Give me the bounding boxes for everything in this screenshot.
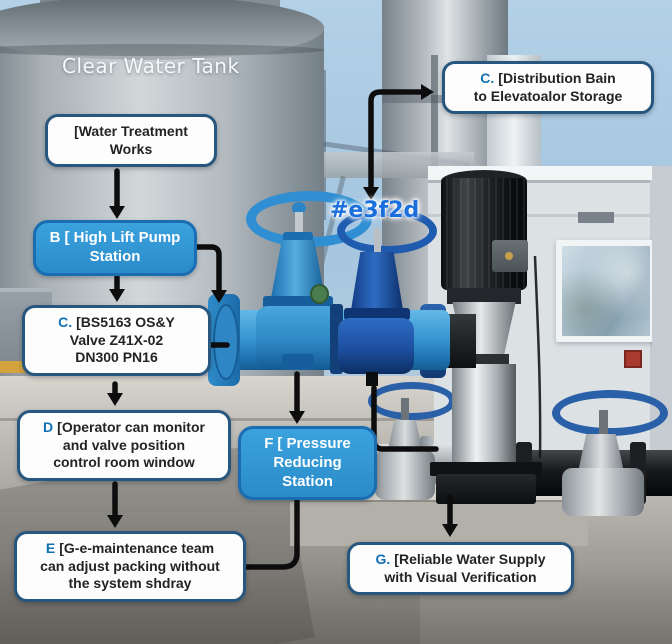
callout-valve-spec: C.[BS5163 OS&Y Valve Z41X-02 DN300 PN16	[22, 305, 211, 376]
arrowhead	[289, 411, 305, 424]
wall-vent	[578, 212, 614, 223]
arrowhead	[442, 524, 458, 537]
callout-text: [ High Lift Pump	[64, 229, 181, 246]
callout-prefix: G.	[375, 551, 391, 567]
callout-text: to Elevatoalor Storage	[473, 87, 623, 104]
dark-valve-drain	[366, 372, 378, 386]
arrowhead	[109, 206, 125, 219]
callout-operator: D[Operator can monitor and valve positio…	[17, 410, 231, 481]
dark-valve-body	[338, 318, 414, 374]
dark-valve-stem	[374, 228, 381, 256]
light-valve-hub	[292, 202, 306, 214]
line-darkvalve-down	[371, 385, 439, 452]
junction-box-dot	[505, 252, 513, 260]
callout-text: [BS5163 OS&Y	[76, 314, 175, 330]
callout-text: can adjust packing without	[40, 557, 220, 574]
tank-rim-shadow	[0, 44, 324, 56]
callout-text: [Operator can monitor	[57, 419, 205, 435]
arrowhead	[421, 84, 434, 100]
silver-valve-left-stem	[401, 398, 409, 424]
callout-text: Station	[89, 247, 141, 265]
blue-pipe-end-disc	[213, 304, 239, 380]
arrowhead	[363, 187, 379, 200]
callout-text: with Visual Verification	[384, 568, 537, 585]
callout-text: control room window	[53, 454, 195, 470]
arrow-line-b-to-valve	[171, 244, 222, 295]
callout-prefix: C.	[480, 70, 495, 86]
callout-supply: G.[Reliable Water Supply with Visual Ver…	[347, 542, 574, 595]
callout-text: [Water Treatment	[74, 123, 188, 139]
callout-text: Station	[282, 472, 333, 490]
callout-maintenance: E[G-e-maintenance team can adjust packin…	[14, 531, 246, 602]
wall-seam-horizontal	[428, 214, 672, 217]
callout-text: [Reliable Water Supply	[394, 551, 546, 567]
tank-label: Clear Water Tank	[62, 54, 240, 78]
light-valve-drain-flange	[282, 354, 314, 370]
arrowhead	[109, 289, 125, 302]
callout-text: and valve position	[62, 436, 186, 453]
arrow-line-valve-to-distribution	[368, 89, 426, 192]
arrowhead	[107, 515, 123, 528]
pump-adapter	[447, 288, 521, 304]
scaffold-post	[322, 70, 326, 220]
pump-base-plate	[430, 462, 542, 476]
callout-pressure-reducing: F[ Pressure Reducing Station	[238, 426, 377, 501]
callout-text: Reducing	[273, 453, 342, 471]
window-glass	[562, 246, 650, 336]
callout-text: Works	[109, 140, 153, 157]
callout-prefix: D	[43, 419, 54, 435]
silver-valve-right-stem	[599, 410, 608, 438]
callout-text: [ Pressure	[277, 435, 351, 452]
dark-valve-bonnet	[351, 252, 403, 310]
callout-distribution: C.[Distribution Bain to Elevatoalor Stor…	[442, 61, 654, 114]
callout-prefix: B	[49, 229, 61, 246]
callout-prefix: F	[264, 435, 274, 452]
light-valve-stem	[295, 212, 303, 246]
callout-text: [Distribution Bain	[498, 70, 616, 86]
building-window	[556, 240, 656, 342]
pump-plinth-front	[290, 500, 588, 546]
silver-valve-left-body	[375, 450, 435, 500]
hashtag-label: #e3f2d	[330, 198, 420, 223]
motor-cable	[533, 255, 542, 459]
dark-valve-bonnet-flange	[344, 308, 410, 320]
callout-text: the system shdray	[68, 575, 192, 591]
callout-text: Valve Z41X-02	[69, 331, 164, 348]
mast-pole	[431, 55, 438, 180]
callout-text: [G-e-maintenance team	[59, 540, 215, 556]
silver-valve-right-handwheel	[552, 390, 668, 436]
dark-valve-handwheel	[337, 208, 437, 254]
callout-text: DN300 PN16	[75, 349, 158, 365]
arrow-line-f-to-e	[238, 496, 300, 570]
red-alarm-box	[624, 350, 642, 368]
arrowhead	[107, 393, 123, 406]
callout-prefix: E	[45, 540, 56, 556]
far-right-wall	[652, 166, 672, 466]
tank-cap	[0, 0, 324, 60]
callout-water-treatment: [Water Treatment Works	[45, 114, 217, 167]
silver-valve-right-bonnet	[578, 434, 624, 472]
silver-valve-right-body	[562, 468, 644, 516]
arrowhead	[211, 290, 227, 303]
callout-prefix: C.	[58, 314, 73, 330]
callout-high-lift-pump: B[ High Lift Pump Station	[33, 220, 197, 276]
green-fitting	[310, 284, 329, 304]
pump-column	[452, 364, 516, 464]
